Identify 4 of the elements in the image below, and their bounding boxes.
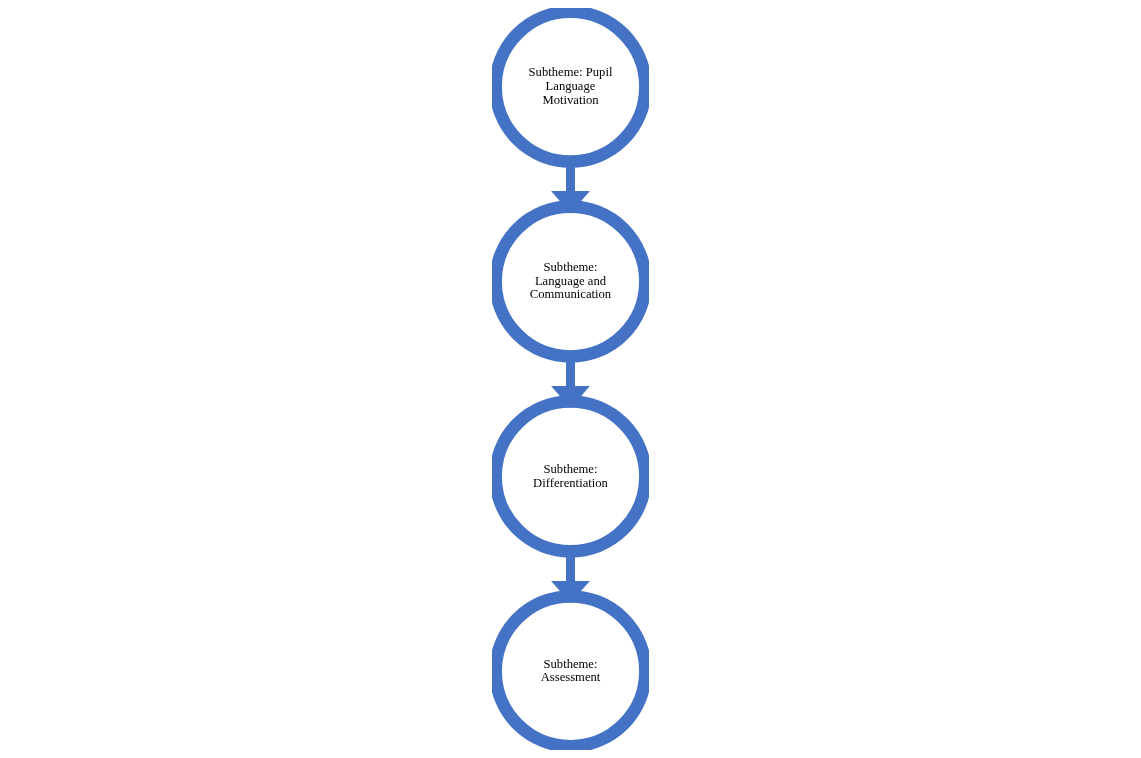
node-circle: Subtheme: Assessment — [492, 590, 649, 750]
node-circle: Subtheme: Language and Communication — [492, 200, 649, 363]
node-circle: Subtheme: Pupil Language Motivation — [492, 8, 649, 168]
node-circle: Subtheme: Differentiation — [492, 395, 649, 558]
